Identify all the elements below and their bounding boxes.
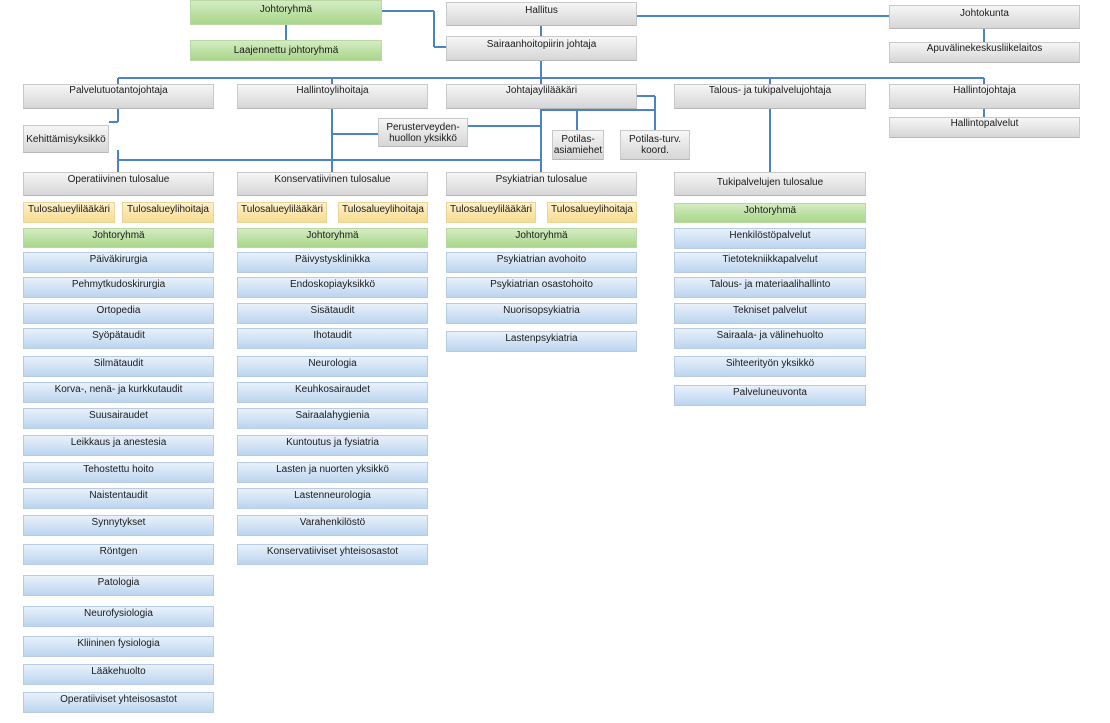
- hallintoylihoitaja: Hallintoylihoitaja: [237, 84, 428, 109]
- tulosalueylihoitaja-box: Tulosalueylihoitaja: [338, 202, 428, 223]
- tulosalueylilaakari-box: Tulosalueylilääkäri: [23, 202, 115, 223]
- tulosalue-johtoryhma: Johtoryhmä: [446, 228, 637, 248]
- unit-item: Sairaala- ja välinehuolto: [674, 328, 866, 349]
- tulosalue-johtoryhma: Johtoryhmä: [23, 228, 214, 248]
- palvelutuotantojohtaja: Palvelutuotantojohtaja: [23, 84, 214, 109]
- unit-item: Keuhkosairaudet: [237, 382, 428, 403]
- tulosalue-title: Operatiivinen tulosalue: [23, 172, 214, 196]
- tulosalueylilaakari-box: Tulosalueylilääkäri: [446, 202, 536, 223]
- hallintojohtaja: Hallintojohtaja: [889, 84, 1080, 109]
- potilasasiamiehet: Potilas-asiamiehet: [552, 130, 604, 160]
- unit-item: Konservatiiviset yhteisosastot: [237, 544, 428, 565]
- unit-item: Syöpätaudit: [23, 328, 214, 349]
- tulosalueylilaakari-box: Tulosalueylilääkäri: [237, 202, 327, 223]
- unit-item: Nuorisopsykiatria: [446, 303, 637, 324]
- tulosalue-title: Tukipalvelujen tulosalue: [674, 172, 866, 196]
- unit-item: Naistentaudit: [23, 488, 214, 509]
- tulosalueylihoitaja-box: Tulosalueylihoitaja: [547, 202, 637, 223]
- unit-item: Synnytykset: [23, 515, 214, 536]
- unit-item: Tekniset palvelut: [674, 303, 866, 324]
- unit-item: Röntgen: [23, 544, 214, 565]
- unit-item: Patologia: [23, 575, 214, 596]
- unit-item: Palveluneuvonta: [674, 385, 866, 406]
- unit-item: Neurologia: [237, 356, 428, 377]
- unit-item: Ihotaudit: [237, 328, 428, 349]
- johtajaylilaakari: Johtajaylilääkäri: [446, 84, 637, 109]
- unit-item: Tietotekniikkapalvelut: [674, 252, 866, 273]
- tulosalue-title: Konservatiivinen tulosalue: [237, 172, 428, 196]
- potilasturvallisuus-koordinaattori: Potilas-turv. koord.: [620, 130, 690, 160]
- tulosalue-title: Psykiatrian tulosalue: [446, 172, 637, 196]
- unit-item: Sisätaudit: [237, 303, 428, 324]
- laajennettu-johtoryhma: Laajennettu johtoryhmä: [190, 40, 382, 61]
- unit-item: Neurofysiologia: [23, 606, 214, 627]
- kehittamisyksikko: Kehittämisyksikkö: [23, 125, 109, 153]
- johtokunta: Johtokunta: [889, 5, 1080, 29]
- unit-item: Suusairaudet: [23, 408, 214, 429]
- unit-item: Lääkehuolto: [23, 664, 214, 685]
- unit-item: Päivystysklinikka: [237, 252, 428, 273]
- unit-item: Sihteerityön yksikkö: [674, 356, 866, 377]
- apuvalinekeskusliikelaitos: Apuvälinekeskusliikelaitos: [889, 42, 1080, 63]
- unit-item: Korva-, nenä- ja kurkkutaudit: [23, 382, 214, 403]
- unit-item: Endoskopiayksikkö: [237, 277, 428, 298]
- unit-item: Leikkaus ja anestesia: [23, 435, 214, 456]
- tulosalue-johtoryhma: Johtoryhmä: [674, 203, 866, 223]
- unit-item: Varahenkilöstö: [237, 515, 428, 536]
- tulosalueylihoitaja-box: Tulosalueylihoitaja: [122, 202, 214, 223]
- unit-item: Silmätaudit: [23, 356, 214, 377]
- perusterveydenhuollon-yksikko: Perusterveyden-huollon yksikkö: [378, 118, 468, 147]
- unit-item: Henkilöstöpalvelut: [674, 228, 866, 249]
- hallitus: Hallitus: [446, 2, 637, 26]
- hallintopalvelut: Hallintopalvelut: [889, 117, 1080, 138]
- unit-item: Kuntoutus ja fysiatria: [237, 435, 428, 456]
- unit-item: Pehmytkudoskirurgia: [23, 277, 214, 298]
- johtoryhma-top: Johtoryhmä: [190, 0, 382, 25]
- talous-ja-tukipalvelujohtaja: Talous- ja tukipalvelujohtaja: [674, 84, 866, 109]
- tulosalue-johtoryhma: Johtoryhmä: [237, 228, 428, 248]
- unit-item: Talous- ja materiaalihallinto: [674, 277, 866, 298]
- sairaanhoitopiirin-johtaja: Sairaanhoitopiirin johtaja: [446, 36, 637, 61]
- unit-item: Psykiatrian avohoito: [446, 252, 637, 273]
- unit-item: Kliininen fysiologia: [23, 636, 214, 657]
- unit-item: Lastenneurologia: [237, 488, 428, 509]
- unit-item: Operatiiviset yhteisosastot: [23, 692, 214, 713]
- unit-item: Lastenpsykiatria: [446, 331, 637, 352]
- unit-item: Ortopedia: [23, 303, 214, 324]
- unit-item: Lasten ja nuorten yksikkö: [237, 462, 428, 483]
- unit-item: Sairaalahygienia: [237, 408, 428, 429]
- unit-item: Psykiatrian osastohoito: [446, 277, 637, 298]
- unit-item: Tehostettu hoito: [23, 462, 214, 483]
- unit-item: Päiväkirurgia: [23, 252, 214, 273]
